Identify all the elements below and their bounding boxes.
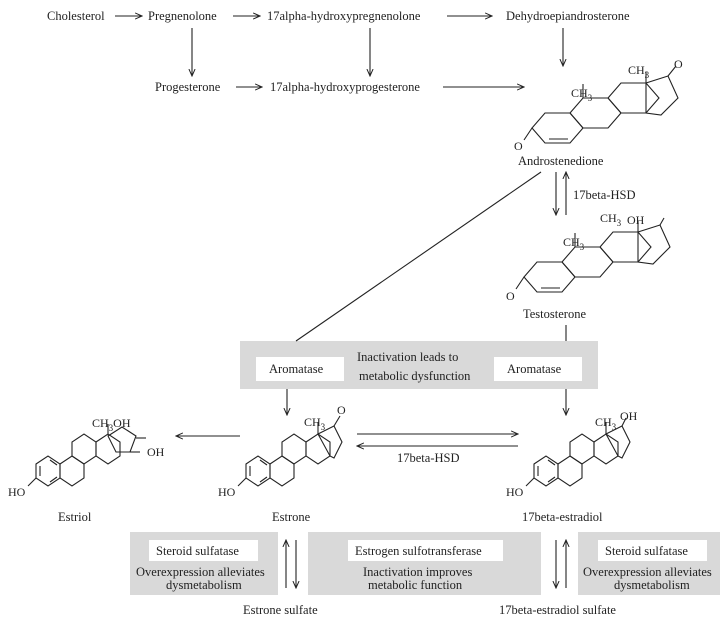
testosterone-o-c3: O (506, 289, 515, 303)
line-androstenedione-aromatase (295, 171, 542, 342)
estrone-sulfate-label: Estrone sulfate (243, 603, 318, 617)
aromatase-left-box (256, 357, 344, 381)
pregnenolone-label: Pregnenolone (148, 9, 217, 23)
sulfatase-right-line1: Overexpression alleviates (583, 565, 712, 579)
cholesterol-label: Cholesterol (47, 9, 105, 23)
testosterone-oh: OH (627, 213, 645, 227)
estrone-ho: HO (218, 485, 236, 499)
estrone-o: O (337, 403, 346, 417)
androstenedione-o-c17: O (674, 57, 683, 71)
estrone-structure (237, 415, 343, 487)
sulfotransferase-line1: Inactivation improves (363, 565, 472, 579)
sulfatase-right-title: Steroid sulfatase (605, 544, 688, 558)
estriol-label: Estriol (58, 510, 92, 524)
sulfotransferase-title: Estrogen sulfotransferase (355, 544, 482, 558)
aromatase-note-line1: Inactivation leads to (357, 350, 458, 364)
androstenedione-label: Androstenedione (518, 154, 604, 168)
dhea-label: Dehydroepiandrosterone (506, 9, 630, 23)
testosterone-ch3-c10: CH3 (563, 235, 585, 252)
androstenedione-structure (523, 65, 679, 144)
estradiol-ho: HO (506, 485, 524, 499)
estriol-ho: HO (8, 485, 26, 499)
sulfatase-left-title: Steroid sulfatase (156, 544, 239, 558)
estriol-ch3oh: CH3OH (92, 416, 131, 433)
estradiol-ch3: CH3 (595, 415, 617, 432)
hydroxypregnenolone-label: 17alpha-hydroxypregnenolone (267, 9, 421, 23)
testosterone-ch3-c13: CH3 (600, 211, 622, 228)
sulfotransferase-line2: metabolic function (368, 578, 463, 592)
hsd-mid-label: 17beta-HSD (397, 451, 460, 465)
testosterone-label: Testosterone (523, 307, 586, 321)
progesterone-label: Progesterone (155, 80, 221, 94)
sulfatase-left-line1: Overexpression alleviates (136, 565, 265, 579)
sulfatase-left-line2: dysmetabolism (166, 578, 242, 592)
estriol-oh: OH (147, 445, 165, 459)
aromatase-right-box (494, 357, 582, 381)
androstenedione-o-c3: O (514, 139, 523, 153)
sulfatase-right-line2: dysmetabolism (614, 578, 690, 592)
androstenedione-ch3-c13: CH3 (628, 63, 650, 80)
androstenedione-ch3-c10: CH3 (571, 86, 593, 103)
sulfotransferase-box (348, 540, 503, 561)
sulfatase-left-box (149, 540, 258, 561)
estradiol-label: 17beta-estradiol (522, 510, 603, 524)
estrone-label: Estrone (272, 510, 311, 524)
estradiol-oh: OH (620, 409, 638, 423)
hydroxyprogesterone-label: 17alpha-hydroxyprogesterone (270, 80, 420, 94)
estradiol-structure (525, 417, 631, 487)
aromatase-left-label: Aromatase (269, 362, 324, 376)
aromatase-right-label: Aromatase (507, 362, 562, 376)
estradiol-sulfate-label: 17beta-estradiol sulfate (499, 603, 616, 617)
estrone-ch3: CH3 (304, 415, 326, 432)
estriol-structure (27, 424, 146, 487)
testosterone-structure (515, 217, 671, 293)
sulfatase-right-box (598, 540, 707, 561)
hsd-top-label: 17beta-HSD (573, 188, 636, 202)
aromatase-note-line2: metabolic dysfunction (359, 369, 471, 383)
